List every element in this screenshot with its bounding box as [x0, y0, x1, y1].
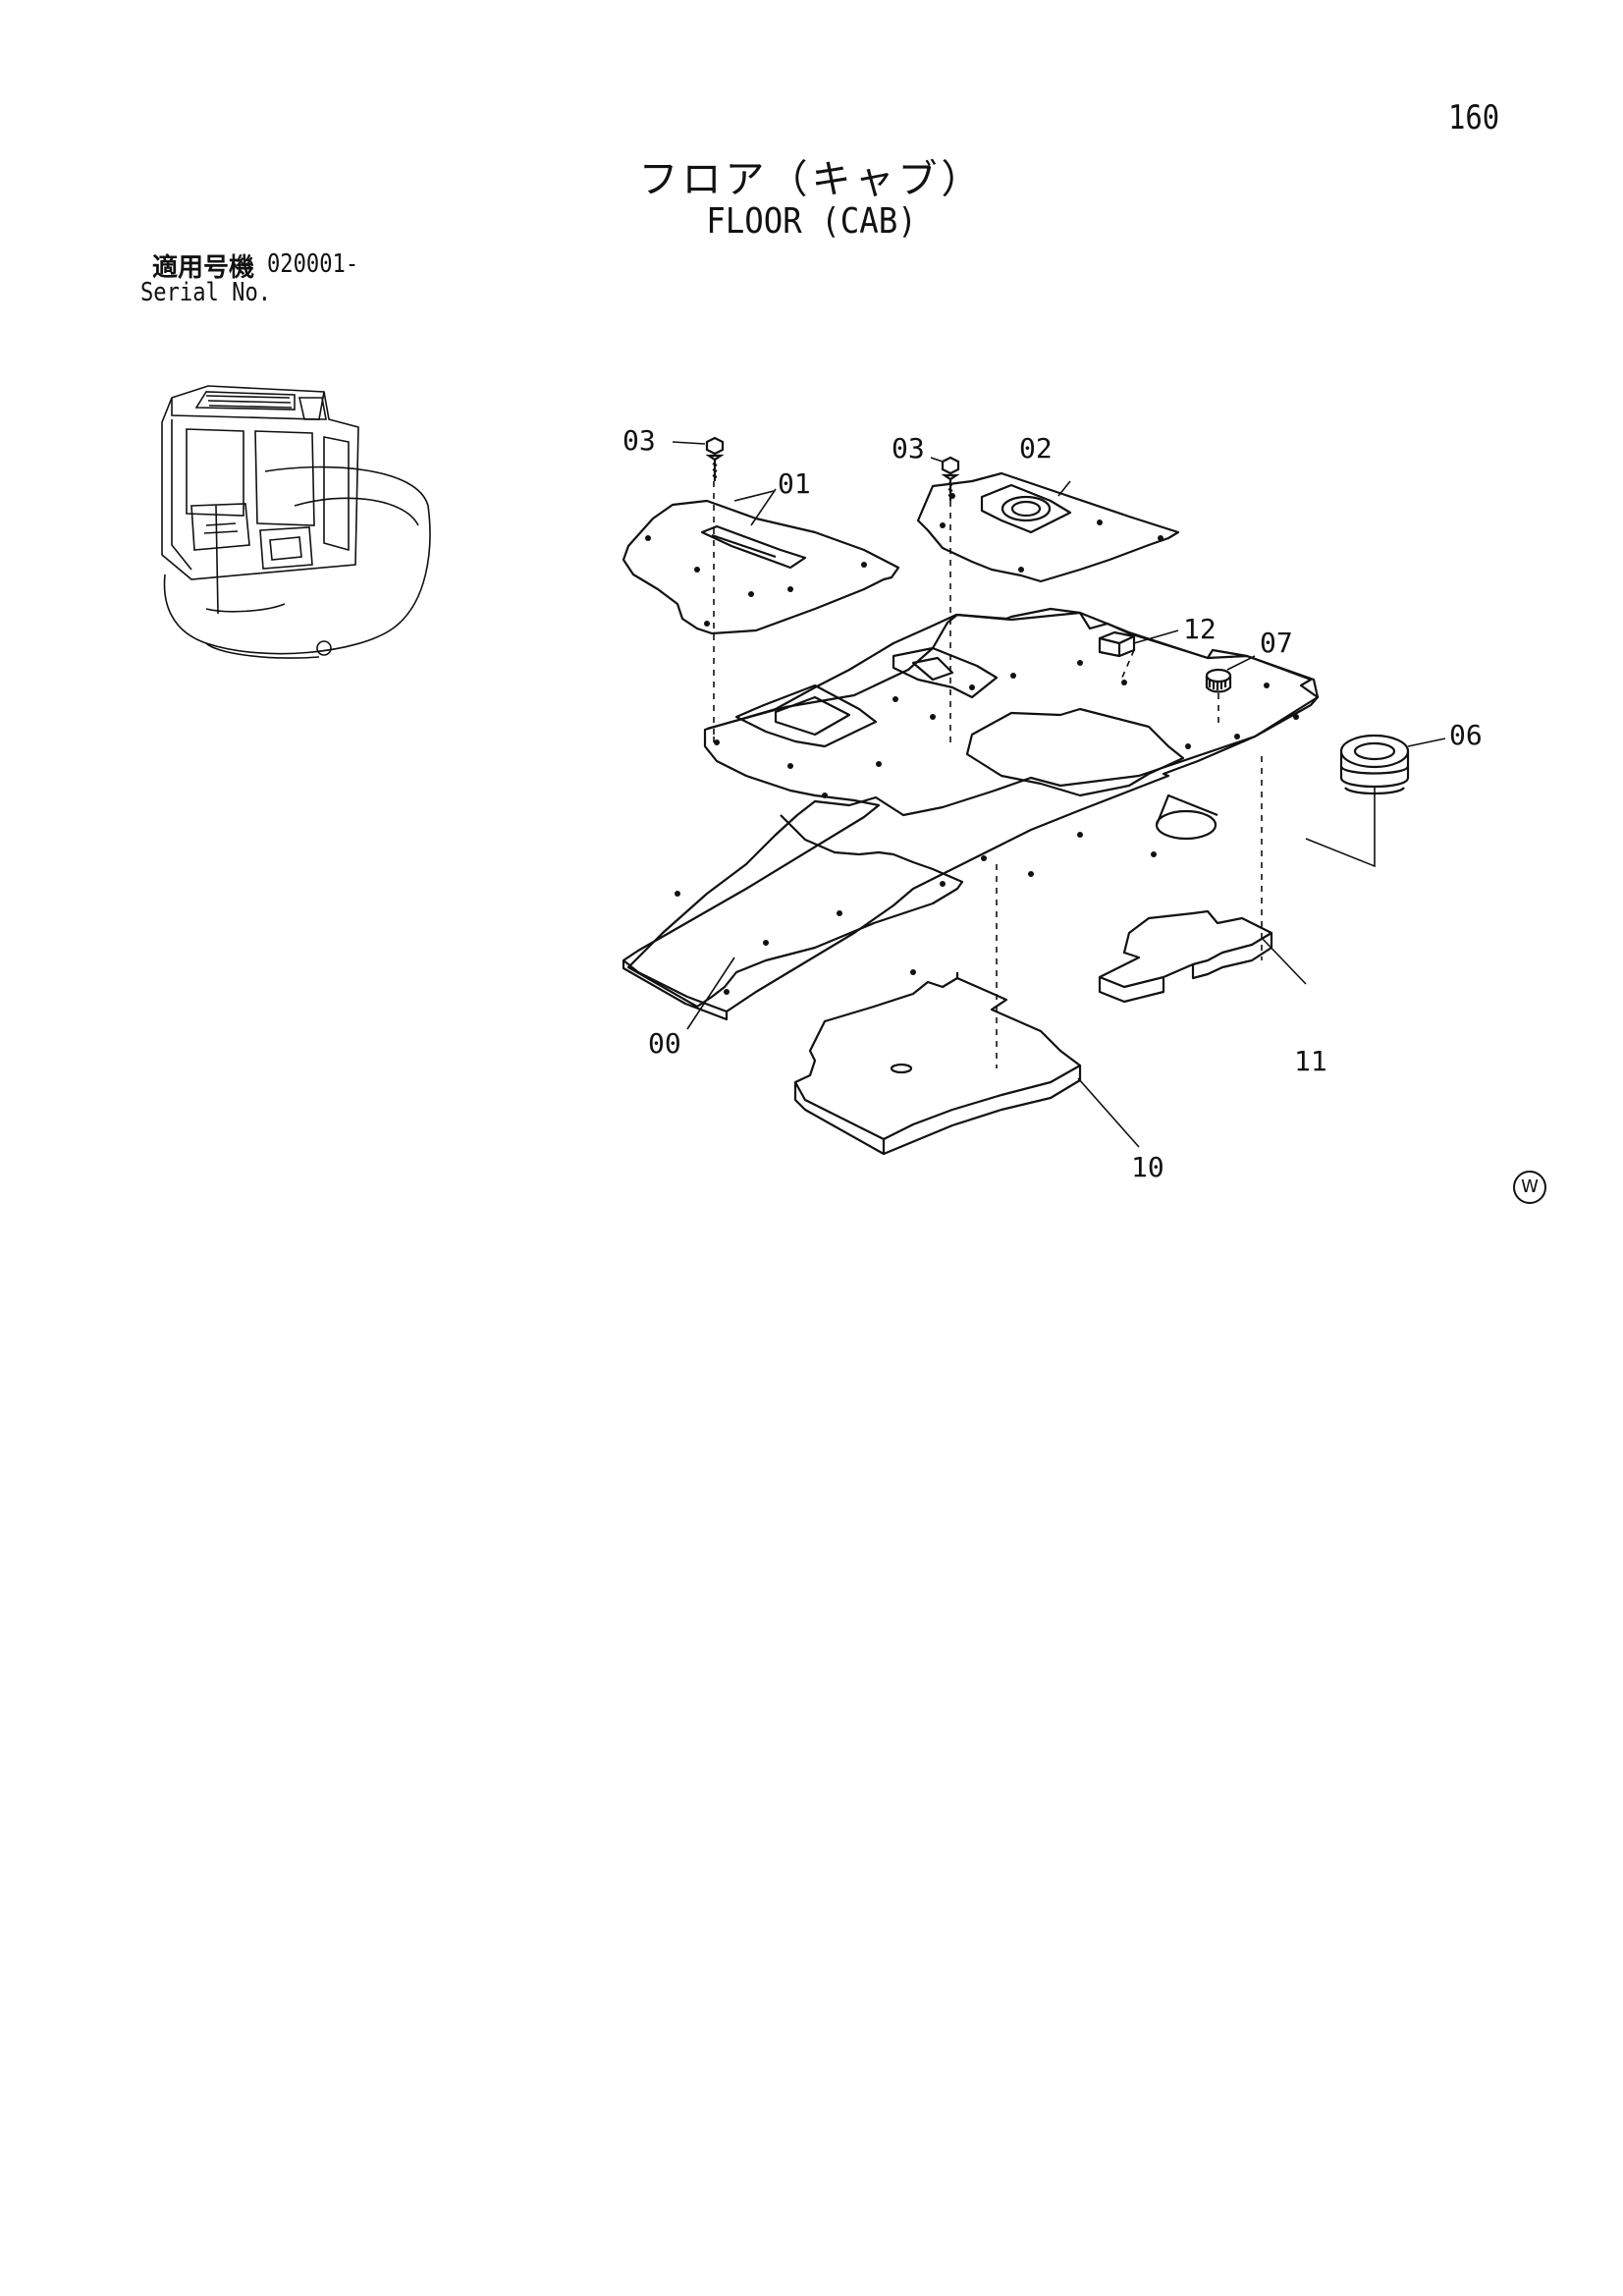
- page-number: 160: [1448, 98, 1500, 137]
- callout-01: 01: [778, 467, 811, 500]
- callout-02: 02: [1019, 432, 1053, 465]
- page-title-japanese: フロア（キャブ）: [638, 157, 985, 202]
- serial-label-japanese: 適用号機: [152, 253, 255, 283]
- callout-12: 12: [1183, 613, 1217, 645]
- callout-06: 06: [1449, 719, 1483, 751]
- floor-exploded-diagram: 03 01 03 02 12 07 06 00 11 10: [622, 424, 1483, 1183]
- callout-11: 11: [1294, 1045, 1327, 1077]
- callout-03-left: 03: [622, 424, 656, 457]
- serial-number-value: 020001-: [267, 249, 359, 279]
- callout-00: 00: [648, 1027, 681, 1060]
- part-00-floor-plate: [626, 607, 1320, 1009]
- serial-label-english: Serial No.: [140, 278, 272, 307]
- callout-07: 07: [1260, 627, 1293, 659]
- machine-location-thumbnail: [161, 385, 431, 659]
- w-mark-icon: W: [1513, 1171, 1546, 1204]
- page-title-english: FLOOR (CAB): [706, 201, 917, 242]
- callout-03-right: 03: [892, 432, 925, 465]
- callout-10: 10: [1131, 1151, 1164, 1183]
